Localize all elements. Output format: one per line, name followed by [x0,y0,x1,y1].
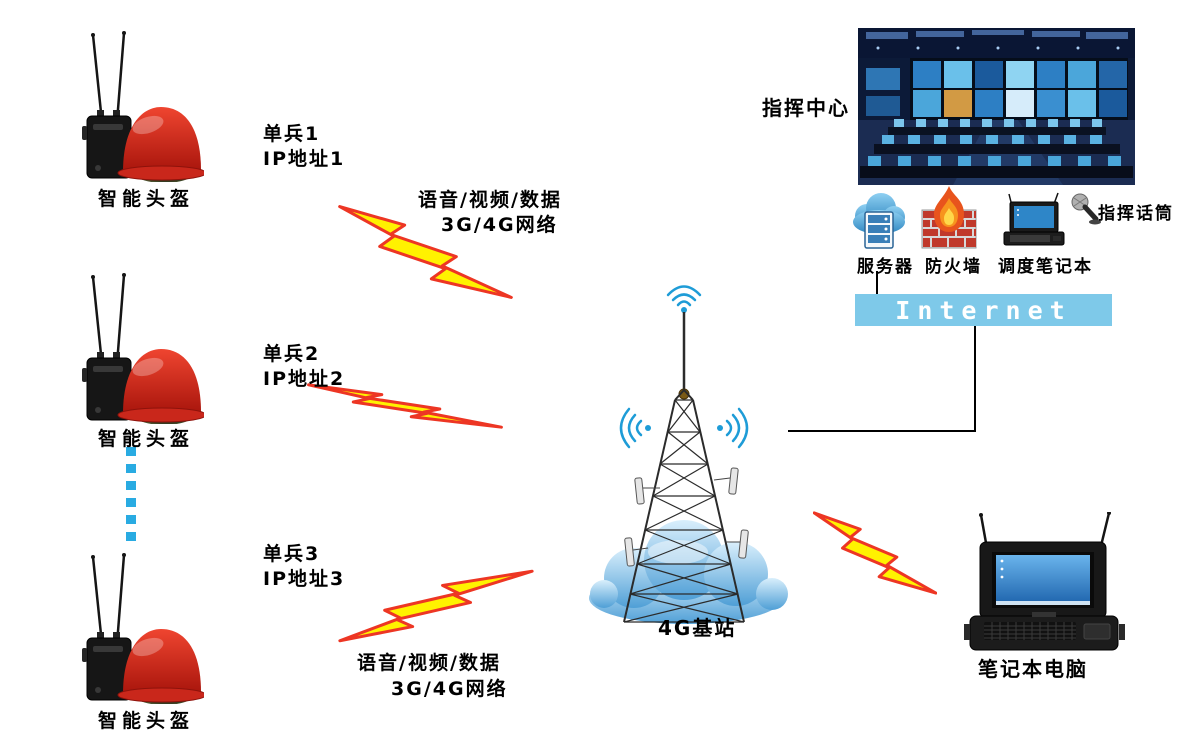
field-laptop-label: 笔记本电脑 [978,657,1088,681]
soldier-3-ip: IP地址3 [263,568,346,590]
connector-internet-basestation [788,430,976,432]
helmet-3-label: 智能头盔 [98,710,195,732]
microphone-label: 指挥话筒 [1098,204,1174,224]
server-label: 服务器 [857,257,914,277]
link-bottom-line2: 3G/4G网络 [391,678,508,700]
helmet-2-label: 智能头盔 [98,428,195,450]
soldier-2-name: 单兵2 [263,343,321,365]
lightning-bolt-icon [338,569,534,643]
firewall-icon [921,186,977,249]
smart-helmet-icon [80,272,204,424]
helmet-1-label: 智能头盔 [98,188,195,210]
command-center-photo [858,28,1135,185]
smart-helmet-icon [80,552,204,704]
wifi-icon [666,285,702,307]
soldier-3-label: 单兵3 IP地址3 [263,542,345,592]
ellipsis-dotted-line [126,447,136,547]
dispatch-laptop-icon [1003,192,1065,246]
tower-lattice [623,388,745,623]
soldier-1-name: 单兵1 [263,123,321,145]
soldier-1-ip: IP地址1 [263,148,346,170]
base-station-label: 4G基站 [658,616,737,640]
soldier-1-label: 单兵1 IP地址1 [263,122,345,172]
link-bottom-line1: 语音/视频/数据 [357,652,501,674]
base-station-icon [619,285,749,623]
video-wall [913,61,1127,117]
dispatch-laptop-label: 调度笔记本 [998,257,1093,277]
connector-server-internet [876,271,878,295]
command-center-label: 指挥中心 [762,96,850,120]
link-top-line1: 语音/视频/数据 [418,189,562,211]
firewall-label: 防火墙 [925,257,982,277]
lightning-bolt-icon [813,511,937,595]
rugged-laptop-icon [964,512,1125,651]
antenna-panels [624,467,749,567]
soldier-2-ip: IP地址2 [263,368,346,390]
link-top-line2: 3G/4G网络 [441,214,558,236]
internet-bar: Internet [855,294,1112,326]
connector-internet-down [974,326,976,432]
server-icon [853,193,905,249]
console-rows [860,119,1133,178]
soldier-3-name: 单兵3 [263,543,321,565]
smart-helmet-icon [80,30,204,182]
wifi-icon [619,407,749,449]
microphone-icon [1071,193,1101,225]
soldier-2-label: 单兵2 IP地址2 [263,342,345,392]
